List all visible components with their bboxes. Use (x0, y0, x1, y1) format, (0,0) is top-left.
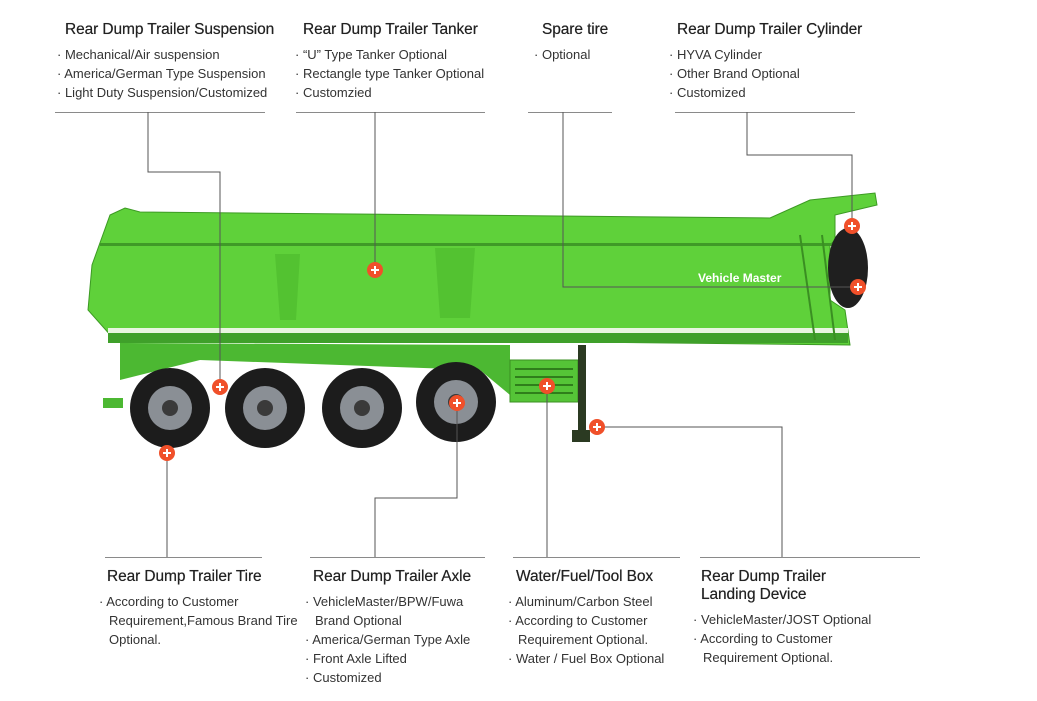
list-item: Customized (305, 668, 500, 687)
list-item: VehicleMaster/JOST Optional (693, 610, 883, 629)
section-landing-device: Rear Dump Trailer Landing Device Vehicle… (693, 568, 883, 667)
list-item: HYVA Cylinder (669, 45, 862, 64)
list-item: Front Axle Lifted (305, 649, 500, 668)
section-spare-tire: Spare tire Optional (534, 21, 608, 64)
separator-lines (55, 112, 920, 558)
hotspot-plus-icon[interactable] (159, 445, 175, 461)
hotspot-plus-icon[interactable] (449, 395, 465, 411)
trailer-body: Vehicle Master (87, 192, 878, 442)
list-item: Mechanical/Air suspension (57, 45, 274, 64)
section-title: Water/Fuel/Tool Box (516, 568, 654, 585)
list-item: Rectangle type Tanker Optional (295, 64, 484, 83)
list-item: According to Customer Requirement,Famous… (99, 592, 299, 649)
list-item: VehicleMaster/BPW/Fuwa Brand Optional (305, 592, 500, 630)
hotspot-plus-icon[interactable] (212, 379, 228, 395)
section-tanker: Rear Dump Trailer Tanker “U” Type Tanker… (295, 21, 484, 102)
hotspot-plus-icon[interactable] (539, 378, 555, 394)
hotspot-plus-icon[interactable] (367, 262, 383, 278)
section-title: Spare tire (542, 21, 609, 38)
hotspot-plus-icon[interactable] (850, 279, 866, 295)
list-item: Other Brand Optional (669, 64, 862, 83)
section-title: Rear Dump Trailer Cylinder (677, 21, 863, 38)
section-title: Rear Dump Trailer Landing Device (701, 568, 826, 603)
list-item: Light Duty Suspension/Customized (57, 83, 274, 102)
list-item: Customzied (295, 83, 484, 102)
hotspot-plus-icon[interactable] (844, 218, 860, 234)
section-tire: Rear Dump Trailer Tire According to Cust… (99, 568, 299, 649)
brand-text: Vehicle Master (698, 271, 782, 285)
list-item: Optional (534, 45, 608, 64)
section-title: Rear Dump Trailer Suspension (65, 21, 275, 38)
section-cylinder: Rear Dump Trailer Cylinder HYVA Cylinder… (669, 21, 862, 102)
section-suspension: Rear Dump Trailer Suspension Mechanical/… (57, 21, 274, 102)
section-title: Rear Dump Trailer Axle (313, 568, 472, 585)
list-item: Water / Fuel Box Optional (508, 649, 688, 668)
list-item: America/German Type Axle (305, 630, 500, 649)
section-axle: Rear Dump Trailer Axle VehicleMaster/BPW… (305, 568, 500, 687)
list-item: America/German Type Suspension (57, 64, 274, 83)
list-item: Aluminum/Carbon Steel (508, 592, 688, 611)
list-item: According to Customer Requirement Option… (693, 629, 883, 667)
list-item: According to Customer Requirement Option… (508, 611, 688, 649)
section-title: Rear Dump Trailer Tanker (303, 21, 478, 38)
list-item: Customized (669, 83, 862, 102)
wheels (130, 362, 496, 448)
list-item: “U” Type Tanker Optional (295, 45, 484, 64)
section-title: Rear Dump Trailer Tire (107, 568, 262, 585)
hotspot-plus-icon[interactable] (589, 419, 605, 435)
section-toolbox: Water/Fuel/Tool Box Aluminum/Carbon Stee… (508, 568, 688, 668)
connector-lines (147, 112, 858, 557)
